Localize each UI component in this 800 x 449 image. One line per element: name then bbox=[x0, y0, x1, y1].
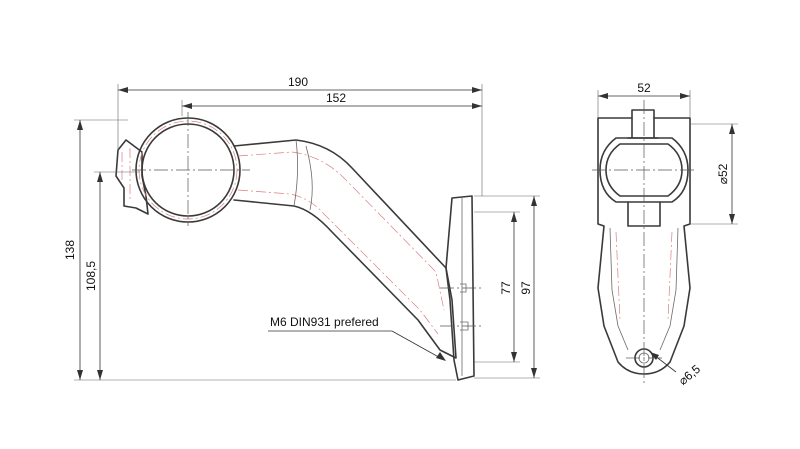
arm-edge-line bbox=[293, 139, 313, 211]
base-plate bbox=[445, 195, 475, 381]
bolt-marks bbox=[460, 283, 469, 331]
arm-shade-bottom bbox=[237, 189, 439, 335]
dimension-138-label: 138 bbox=[63, 240, 77, 260]
dimension-108-5-label: 108,5 bbox=[84, 261, 98, 291]
dimension-d52-label: ⌀52 bbox=[716, 163, 730, 184]
dimension-bolt-spacing: 77 bbox=[474, 211, 520, 363]
front-lens-inner bbox=[605, 143, 683, 197]
dimension-arm-length: 152 bbox=[181, 91, 482, 116]
dimension-side-width: 52 bbox=[597, 81, 691, 118]
dimension-total-height: 138 bbox=[63, 119, 456, 381]
dimension-d6-5-label: ⌀6,5 bbox=[676, 362, 704, 388]
dimension-lens-height: 108,5 bbox=[84, 171, 140, 380]
front-top-bracket bbox=[627, 117, 659, 139]
dimension-hole-diameter: ⌀6,5 bbox=[649, 351, 704, 388]
dimension-overall-width: 190 bbox=[117, 75, 483, 196]
front-lower-bracket bbox=[627, 201, 661, 227]
front-neck-right bbox=[659, 227, 679, 351]
front-housing bbox=[597, 109, 691, 375]
dimension-base-height: 97 bbox=[474, 195, 540, 379]
front-neck-shade bbox=[615, 231, 673, 321]
front-lens-outer bbox=[599, 137, 689, 203]
front-neck-left bbox=[609, 227, 629, 351]
front-view: 52 ⌀52 ⌀6,5 bbox=[592, 81, 738, 388]
dimension-152-label: 152 bbox=[326, 91, 346, 105]
arm-outline bbox=[233, 139, 457, 359]
side-view: 190 152 138 108,5 bbox=[63, 75, 540, 381]
bolt-note-text: M6 DIN931 prefered bbox=[270, 315, 379, 329]
dimension-lens-diameter: ⌀52 bbox=[690, 123, 738, 225]
dimension-77-label: 77 bbox=[499, 281, 513, 295]
lens-housing-shade bbox=[121, 148, 131, 200]
dimension-52-label: 52 bbox=[637, 81, 651, 95]
dimension-190-label: 190 bbox=[288, 75, 308, 89]
bolt-note: M6 DIN931 prefered bbox=[268, 315, 446, 361]
arm-shade-top bbox=[237, 151, 445, 311]
dimension-97-label: 97 bbox=[519, 281, 533, 295]
